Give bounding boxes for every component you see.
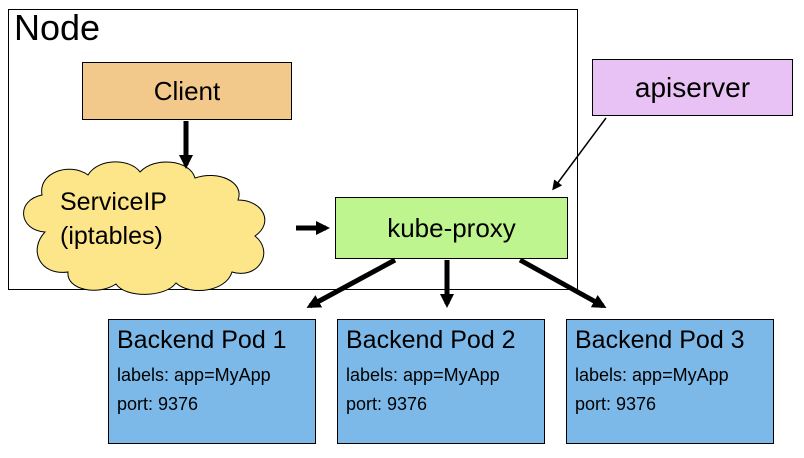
pod-port: port: 9376 [575, 394, 657, 414]
pod-labels: labels: app=MyApp [575, 365, 729, 385]
service-ip-cloud [23, 161, 266, 295]
node-label: Node [14, 7, 101, 48]
pod-labels: labels: app=MyApp [346, 365, 500, 385]
pod-title: Backend Pod 1 [117, 326, 287, 354]
backend-pod-1: Backend Pod 1 labels: app=MyApp port: 93… [108, 319, 316, 444]
arrow-kubeproxy-to-pod3 [518, 257, 607, 309]
pod-title: Backend Pod 3 [575, 326, 745, 354]
service-ip-line2: (iptables) [60, 222, 163, 250]
service-ip-line1: ServiceIP [60, 188, 167, 216]
kube-proxy-box: kube-proxy [335, 197, 568, 259]
pod-title: Backend Pod 2 [346, 326, 516, 354]
node-boundary [8, 9, 578, 290]
apiserver-label: apiserver [634, 71, 751, 103]
arrow-kubeproxy-to-pod1 [306, 257, 397, 309]
client-box: Client [82, 62, 292, 120]
service-ip-label: ServiceIP (iptables) [60, 185, 220, 253]
client-label: Client [153, 75, 221, 106]
backend-pod-3: Backend Pod 3 labels: app=MyApp port: 93… [566, 319, 774, 444]
pod-labels: labels: app=MyApp [117, 365, 271, 385]
apiserver-box: apiserver [592, 59, 793, 116]
backend-pod-2: Backend Pod 2 labels: app=MyApp port: 93… [337, 319, 545, 444]
arrow-apiserver-to-kubeproxy [552, 117, 607, 191]
kube-proxy-label: kube-proxy [387, 212, 516, 243]
pod-port: port: 9376 [117, 394, 199, 414]
pod-port: port: 9376 [346, 394, 428, 414]
